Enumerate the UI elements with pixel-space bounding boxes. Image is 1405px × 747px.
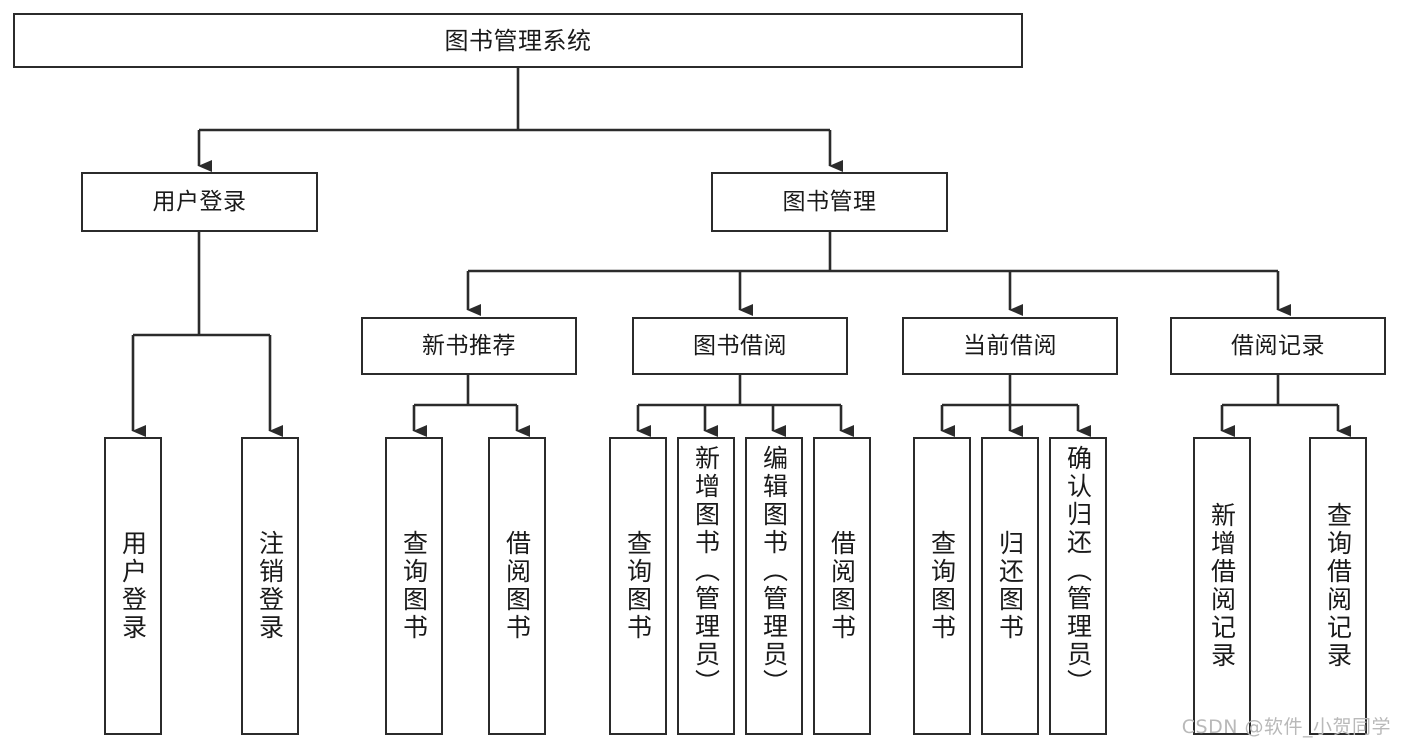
node-user-login[interactable]: 用户登录 [81,172,318,232]
node-book-borrow[interactable]: 图书借阅 [632,317,848,375]
leaf-query-record[interactable]: 查询借阅记录 [1309,437,1367,735]
node-current-borrow-label: 当前借阅 [963,332,1057,359]
leaf-user-login-label: 用户登录 [118,530,148,642]
leaf-query-book-2-label: 查询图书 [623,530,653,642]
leaf-query-book-3-label: 查询图书 [927,530,957,642]
leaf-query-book-1[interactable]: 查询图书 [385,437,443,735]
node-book-borrow-label: 图书借阅 [693,332,787,359]
leaf-query-record-label: 查询借阅记录 [1323,502,1353,670]
leaf-query-book-3[interactable]: 查询图书 [913,437,971,735]
node-book-manage-label: 图书管理 [782,188,877,215]
leaf-logout-label: 注销登录 [255,530,285,642]
leaf-borrow-book-1-label: 借阅图书 [502,530,532,642]
node-root-label: 图书管理系统 [444,26,592,55]
node-root-book-management-system[interactable]: 图书管理系统 [13,13,1023,68]
node-book-manage[interactable]: 图书管理 [711,172,948,232]
csdn-watermark: CSDN @软件_小贺同学 [1181,716,1391,738]
leaf-query-book-2[interactable]: 查询图书 [609,437,667,735]
leaf-borrow-book-1[interactable]: 借阅图书 [488,437,546,735]
leaf-add-record-label: 新增借阅记录 [1207,502,1237,670]
node-current-borrow[interactable]: 当前借阅 [902,317,1118,375]
node-user-login-label: 用户登录 [152,188,247,215]
node-new-book-recommend-label: 新书推荐 [422,332,516,359]
node-borrow-record-label: 借阅记录 [1231,332,1325,359]
leaf-add-book[interactable]: 新增图书（管理员） [677,437,735,735]
leaf-return-book-label: 归还图书 [995,530,1025,642]
node-new-book-recommend[interactable]: 新书推荐 [361,317,577,375]
leaf-edit-book[interactable]: 编辑图书（管理员） [745,437,803,735]
leaf-confirm-return[interactable]: 确认归还（管理员） [1049,437,1107,735]
leaf-edit-book-label: 编辑图书（管理员） [759,445,789,697]
leaf-borrow-book-2-label: 借阅图书 [827,530,857,642]
leaf-query-book-1-label: 查询图书 [399,530,429,642]
leaf-logout[interactable]: 注销登录 [241,437,299,735]
leaf-add-book-label: 新增图书（管理员） [691,445,721,697]
leaf-confirm-return-label: 确认归还（管理员） [1063,445,1093,697]
leaf-add-record[interactable]: 新增借阅记录 [1193,437,1251,735]
leaf-borrow-book-2[interactable]: 借阅图书 [813,437,871,735]
node-borrow-record[interactable]: 借阅记录 [1170,317,1386,375]
leaf-return-book[interactable]: 归还图书 [981,437,1039,735]
leaf-user-login[interactable]: 用户登录 [104,437,162,735]
